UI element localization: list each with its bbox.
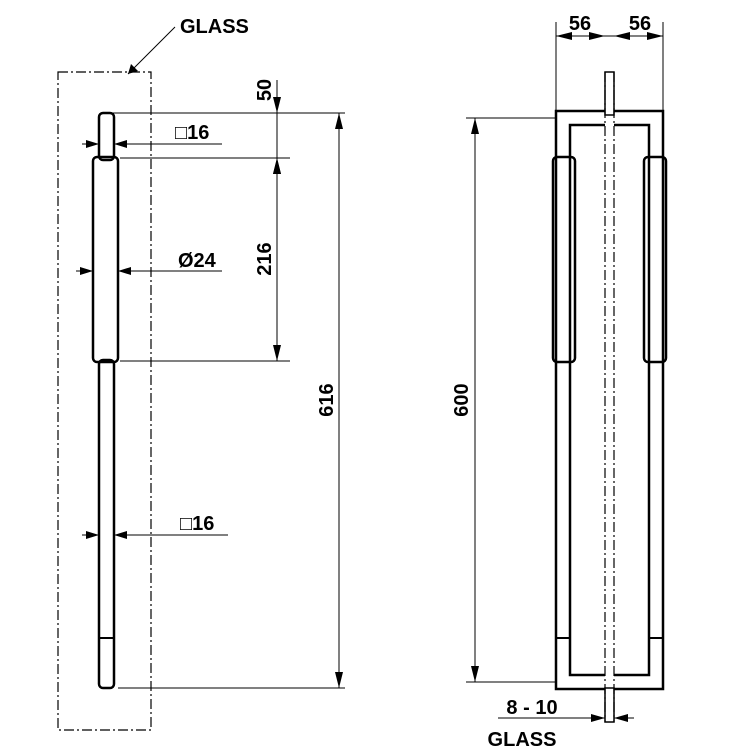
right-handle-frame-inner xyxy=(614,123,651,677)
dim-616-value: 616 xyxy=(316,383,338,416)
thickness-value: 8 - 10 xyxy=(506,697,557,719)
glass-label-bottom: GLASS xyxy=(488,729,557,750)
glass-stub-bottom xyxy=(604,687,615,723)
dim-600-arrow-bottom xyxy=(471,666,479,682)
glass-outline xyxy=(57,71,152,731)
dim-216-arrow-bottom xyxy=(273,345,281,361)
dia24-arrow-left xyxy=(80,267,93,275)
sq16-top-arrow-right xyxy=(114,140,127,148)
right-handle-frame-outer xyxy=(614,109,665,691)
dim-56-left-value: 56 xyxy=(569,13,591,35)
side-view: GLASS 50 216 616 □16 xyxy=(57,16,345,731)
thickness-arrow-right xyxy=(614,714,628,722)
dim-56-right-arrow-a xyxy=(614,32,630,40)
sq16-bottom-value: □16 xyxy=(180,513,214,535)
dim-216-arrow-top xyxy=(273,158,281,174)
rod-bottom-section xyxy=(97,358,116,690)
glass-leader-arrow xyxy=(128,64,138,74)
dia24-arrow-right xyxy=(118,267,131,275)
right-grip xyxy=(642,155,668,364)
glass-stub-top xyxy=(604,71,615,116)
dim-600-value: 600 xyxy=(451,383,473,416)
thickness-arrow-left xyxy=(591,714,605,722)
left-handle-frame-inner xyxy=(568,123,605,677)
glass-label-top: GLASS xyxy=(180,16,249,38)
dim-616-arrow-bottom xyxy=(335,672,343,688)
dim-56-left-arrow-a xyxy=(556,32,572,40)
rod-top-section xyxy=(97,111,116,162)
sq16-bottom-arrow-left xyxy=(86,531,99,539)
sq16-top-value: □16 xyxy=(175,122,209,144)
rod-grip xyxy=(91,155,120,364)
dim-216-value: 216 xyxy=(254,242,276,275)
sq16-top-arrow-left xyxy=(86,140,99,148)
dim-616-arrow-top xyxy=(335,113,343,129)
sq16-bottom-arrow-right xyxy=(114,531,127,539)
dim-56-right-arrow-b xyxy=(647,32,663,40)
dim-600-arrow-top xyxy=(471,118,479,134)
dim-50-arrow-top xyxy=(273,97,281,113)
dim-50-value: 50 xyxy=(254,79,276,101)
dim-56-left-arrow-b xyxy=(589,32,605,40)
dim-56-right-value: 56 xyxy=(629,13,651,35)
glass-leader-line xyxy=(127,26,176,75)
front-view: 56 56 600 8 - 10 GLASS xyxy=(451,13,668,750)
left-grip xyxy=(551,155,577,364)
left-handle-frame-outer xyxy=(554,109,605,691)
dia24-value: Ø24 xyxy=(178,250,217,272)
